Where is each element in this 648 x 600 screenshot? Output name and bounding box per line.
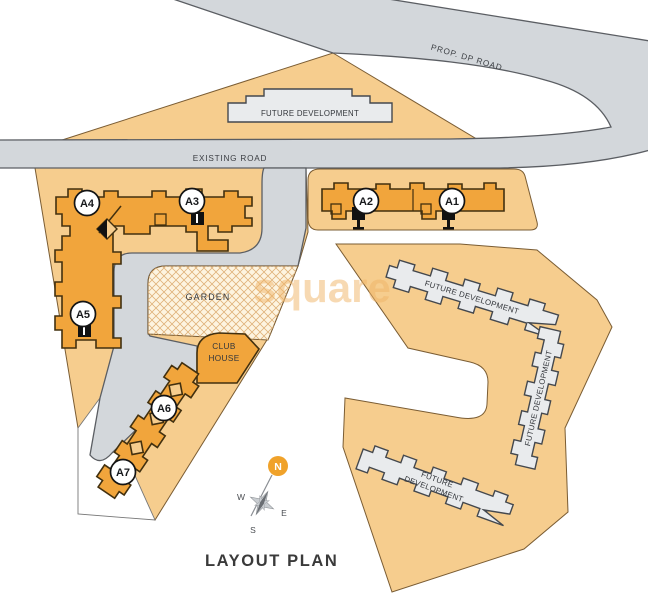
garden-hatch	[148, 266, 298, 340]
compass-south-label: S	[250, 525, 256, 535]
club-house-label-line2: HOUSE	[208, 354, 239, 363]
stair-icon-a2	[330, 203, 342, 215]
badge-a6: A6	[150, 394, 178, 422]
stair-icon-a3	[154, 213, 167, 226]
compass-west-label: W	[237, 492, 245, 502]
compass-north-label: N	[274, 461, 282, 473]
watermark: square	[253, 264, 391, 311]
badge-a7: A7	[109, 458, 137, 486]
building-badges: A1 A2 A3 A4 A5 A6 A7	[69, 187, 466, 486]
lift-icon-a5-slit	[83, 326, 85, 335]
svg-text:A6: A6	[157, 403, 171, 415]
future-development-north-label: FUTURE DEVELOPMENT	[261, 109, 359, 118]
north-badge	[268, 456, 288, 476]
svg-text:A4: A4	[80, 198, 95, 210]
compass-rose	[249, 490, 275, 516]
garden-label: GARDEN	[186, 292, 231, 302]
ramp-diamond-dark	[97, 219, 107, 239]
stair-icon-a1	[420, 203, 432, 215]
svg-text:A2: A2	[359, 196, 373, 208]
badge-a5: A5	[69, 300, 97, 328]
svg-text:A7: A7	[116, 467, 130, 479]
svg-text:A5: A5	[76, 309, 90, 321]
svg-text:A3: A3	[185, 196, 199, 208]
compass-needle	[250, 474, 273, 517]
badge-a3: A3	[178, 187, 206, 215]
club-house-label-line1: CLUB	[212, 342, 236, 351]
page-title: LAYOUT PLAN	[205, 552, 338, 570]
club-house	[196, 332, 261, 384]
symbols-layer	[78, 203, 455, 337]
badge-a2: A2	[352, 187, 380, 215]
dp-road	[0, 0, 648, 169]
compass: N W E S	[237, 456, 288, 535]
badge-a4: A4	[73, 189, 101, 217]
garden-area: GARDEN	[147, 265, 299, 341]
existing-road-label: EXISTING ROAD	[193, 154, 268, 163]
badge-a1: A1	[438, 187, 466, 215]
future-development-building-1: FUTURE DEVELOPMENT	[385, 259, 560, 339]
lift-icon-a3-slit	[196, 214, 198, 223]
future-development-footprint-north	[227, 88, 393, 123]
compass-east-label: E	[281, 508, 287, 518]
svg-text:A1: A1	[445, 196, 459, 208]
